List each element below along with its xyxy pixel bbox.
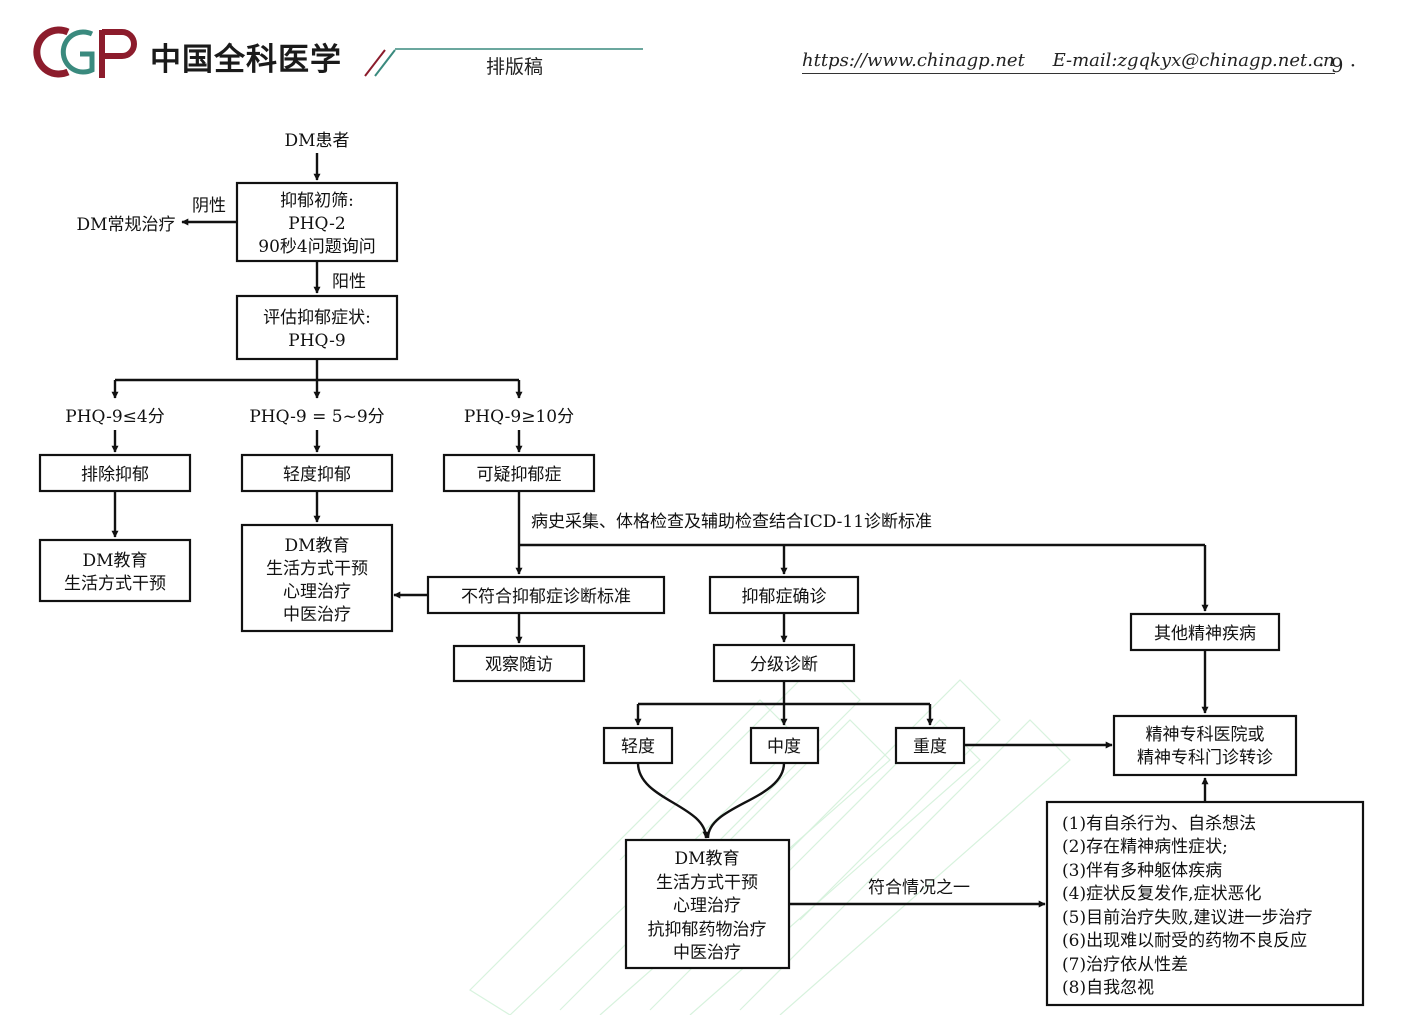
page-number: · 9 · (1318, 53, 1357, 77)
condition-label: 符合情况之一 (868, 878, 970, 898)
criteria-item: (3)伴有多种躯体疾病 (1062, 861, 1222, 881)
assessment-line2: PHQ-9 (288, 331, 345, 351)
contact-info: https://www.chinagp.net E-mail:zgqkyx@ch… (802, 50, 1335, 74)
mid-treatment-line2: 生活方式干预 (266, 559, 368, 579)
combo-line5: 中医治疗 (673, 943, 741, 963)
criteria-item: (1)有自杀行为、自杀想法 (1062, 814, 1256, 834)
criteria-item: (8)自我忽视 (1062, 978, 1154, 998)
combo-line1: DM教育 (674, 849, 739, 869)
criteria-item: (7)治疗依从性差 (1062, 955, 1188, 975)
assessment-box (235, 294, 399, 361)
referral-line1: 精神专科医院或 (1146, 725, 1265, 745)
severe-label: 重度 (913, 737, 947, 757)
screening-line2: PHQ-2 (288, 214, 345, 234)
other-mental-box (1129, 612, 1281, 652)
grading-label: 分级诊断 (750, 655, 818, 675)
screening-line3: 90秒4问题询问 (258, 237, 375, 257)
low-treatment-line1: DM教育 (82, 551, 147, 571)
not-meet-box (426, 575, 666, 615)
assessment-line1: 评估抑郁症状: (263, 308, 371, 328)
mild-label: 轻度 (621, 737, 655, 757)
screening-box (235, 181, 399, 263)
referral-line2: 精神专科门诊转诊 (1137, 748, 1273, 768)
observe-box (452, 644, 586, 683)
mild-depression-label: 轻度抑郁 (283, 465, 351, 485)
journal-name: 中国全科医学 (150, 42, 342, 78)
cgp-logo (33, 26, 137, 78)
criteria-box (1045, 800, 1365, 1007)
exclude-label: 排除抑郁 (81, 465, 149, 485)
mid-treatment-line3: 心理治疗 (283, 582, 351, 602)
mild-box (602, 726, 674, 765)
suspected-box (442, 453, 596, 493)
mid-treatment-box (240, 523, 394, 633)
criteria-item: (4)症状反复发作,症状恶化 (1062, 884, 1261, 904)
email-link[interactable]: E-mail:zgqkyx@chinagp.net.cn (1052, 50, 1335, 71)
diagnosis-note: 病史采集、体格检查及辅助检查结合ICD-11诊断标准 (531, 512, 932, 532)
journal-header: 中国全科医学 排版稿 https://www.chinagp.net E-mai… (0, 0, 1410, 100)
moderate-label: 中度 (767, 737, 801, 757)
routine-treatment: DM常规治疗 (76, 215, 175, 235)
not-meet-label: 不符合抑郁症诊断标准 (461, 587, 631, 607)
header-rule (364, 48, 643, 77)
negative-label: 阴性 (192, 196, 226, 216)
mid-treatment-line1: DM教育 (284, 536, 349, 556)
combo-treatment-box (624, 838, 791, 970)
low-treatment-line2: 生活方式干预 (64, 574, 166, 594)
branch-mid-label: PHQ-9 = 5~9分 (249, 407, 384, 427)
branch-high-label: PHQ-9≥10分 (464, 407, 574, 427)
screening-line1: 抑郁初筛: (280, 191, 354, 211)
referral-box (1112, 714, 1298, 777)
criteria-item: (6)出现难以耐受的药物不良反应 (1062, 931, 1307, 951)
confirmed-box (708, 575, 860, 615)
low-treatment-box (38, 538, 192, 603)
curve-mild-combo (636, 762, 710, 839)
website-link[interactable]: https://www.chinagp.net (802, 50, 1025, 71)
branch-low-label: PHQ-9≤4分 (65, 407, 164, 427)
mild-depression-box (240, 453, 394, 493)
confirmed-label: 抑郁症确诊 (742, 587, 827, 607)
criteria-item: (5)目前治疗失败,建议进一步治疗 (1062, 908, 1312, 928)
exclude-box (38, 453, 192, 493)
moderate-box (749, 726, 820, 765)
curve-moderate-combo (706, 762, 786, 839)
combo-line3: 心理治疗 (673, 896, 741, 916)
positive-label: 阳性 (332, 272, 366, 292)
criteria-item: (2)存在精神病性症状; (1062, 837, 1228, 857)
other-mental-label: 其他精神疾病 (1154, 624, 1256, 644)
start-label: DM患者 (284, 131, 349, 151)
suspected-label: 可疑抑郁症 (477, 465, 562, 485)
observe-label: 观察随访 (485, 655, 553, 675)
combo-line2: 生活方式干预 (656, 873, 758, 893)
draft-label: 排版稿 (486, 56, 544, 78)
combo-line4: 抗抑郁药物治疗 (648, 920, 767, 940)
mid-treatment-line4: 中医治疗 (283, 605, 351, 625)
